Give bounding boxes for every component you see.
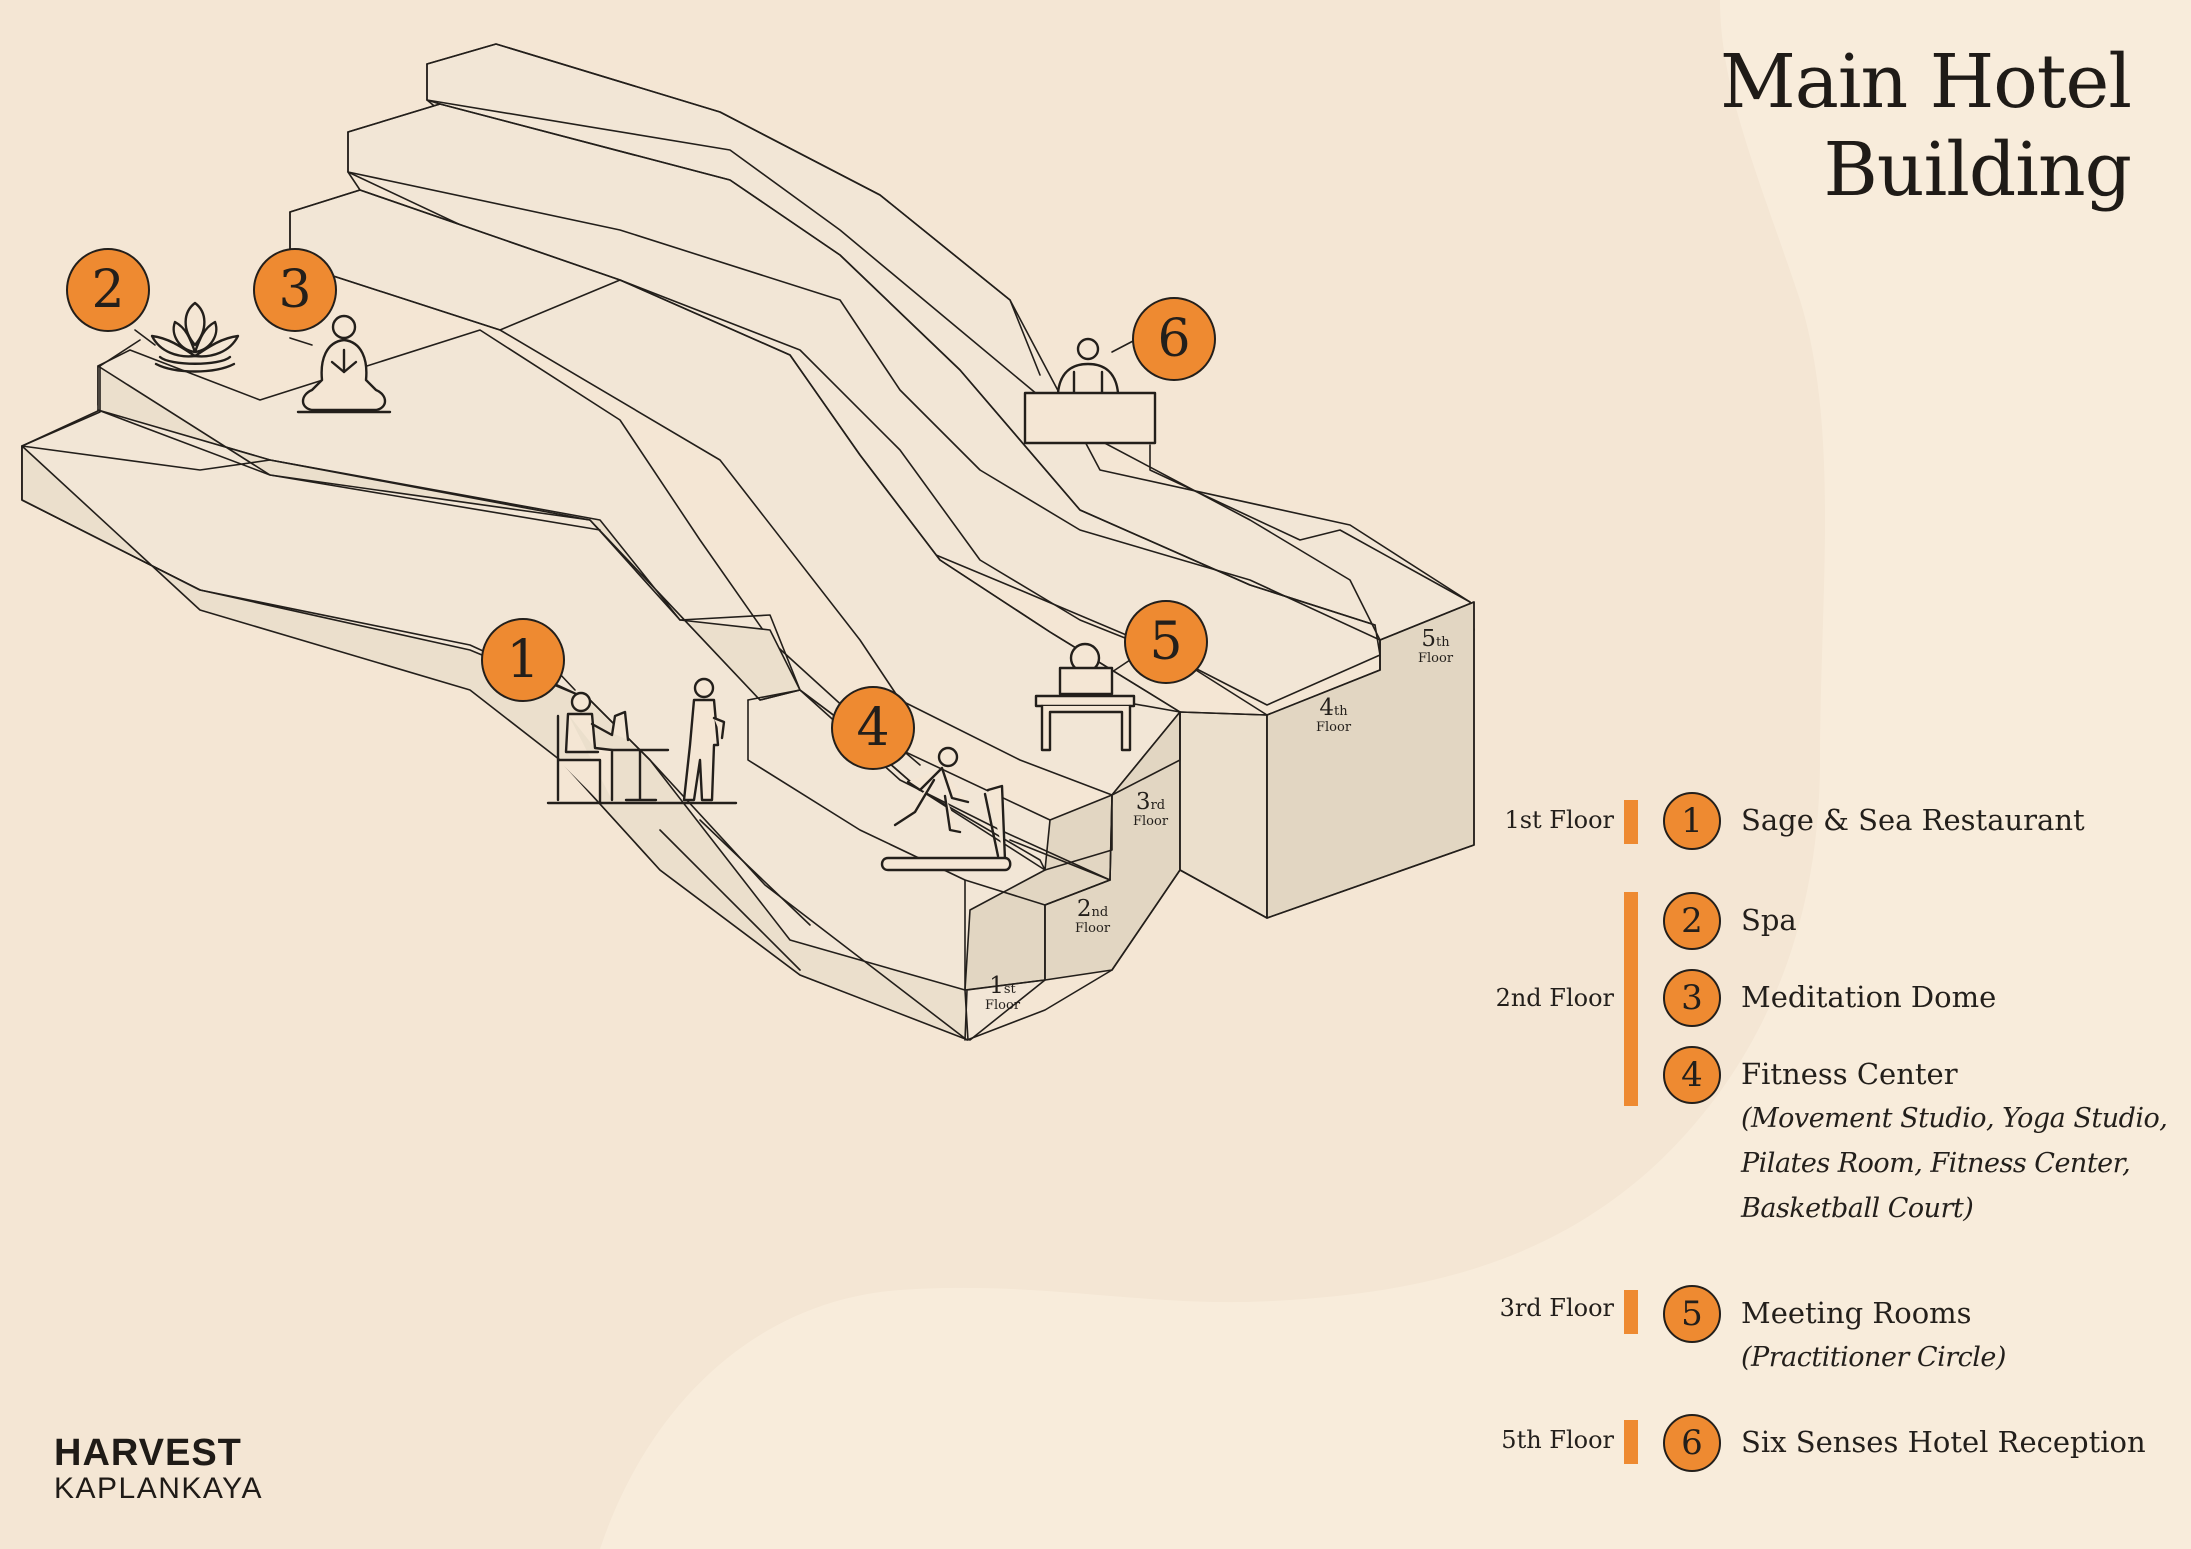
legend-badge-5: 5: [1663, 1285, 1721, 1343]
legend-item-reception: Six Senses Hotel Reception: [1741, 1425, 2146, 1459]
legend-floor-5th: 5th Floor: [1501, 1426, 1614, 1454]
legend-detail-fitness-2: Pilates Room, Fitness Center,: [1741, 1148, 2131, 1179]
legend-bar-2nd: [1624, 892, 1638, 1106]
legend-floor-3rd: 3rd Floor: [1499, 1294, 1614, 1322]
floor-tag-1: 1st Floor: [985, 973, 1021, 1013]
page-title-line-1: Main Hotel: [1719, 39, 2132, 125]
legend-badge-6: 6: [1663, 1414, 1721, 1472]
restaurant-dining-icon: [546, 677, 738, 805]
meditation-person-icon: [296, 314, 392, 414]
page-title-line-2: Building: [1823, 127, 2132, 213]
floor-tag-3: 3rd Floor: [1133, 789, 1169, 829]
marker-meeting-rooms: 5: [1124, 600, 1208, 684]
background-light-blob: [600, 0, 2191, 1549]
legend-detail-fitness-1: (Movement Studio, Yoga Studio,: [1741, 1103, 2168, 1134]
marker-reception: 6: [1132, 297, 1216, 381]
lotus-icon: [150, 301, 240, 373]
marker-meditation-dome: 3: [253, 248, 337, 332]
legend-item-restaurant: Sage & Sea Restaurant: [1741, 803, 2085, 837]
legend-badge-2: 2: [1663, 892, 1721, 950]
laptop-desk-icon: [1034, 642, 1136, 752]
legend-badge-4: 4: [1663, 1046, 1721, 1104]
marker-spa: 2: [66, 248, 150, 332]
legend-item-spa: Spa: [1741, 903, 1797, 937]
wall-2-front: [97, 365, 801, 701]
legend-detail-fitness-3: Basketball Court): [1741, 1193, 1974, 1224]
legend-bar-3rd: [1624, 1290, 1638, 1334]
legend-floor-2nd: 2nd Floor: [1495, 984, 1614, 1012]
legend-badge-1: 1: [1663, 792, 1721, 850]
brand-logo: HARVEST KAPLANKAYA: [54, 1434, 263, 1506]
legend-bar-5th: [1624, 1420, 1638, 1464]
block-45-front: [1179, 711, 1268, 919]
marker-fitness-center: 4: [831, 686, 915, 770]
page-title: Main Hotel Building: [1719, 38, 2132, 214]
floor-tag-2: 2nd Floor: [1075, 896, 1111, 936]
floor-tag-5: 5th Floor: [1418, 626, 1454, 666]
legend-item-meditation-dome: Meditation Dome: [1741, 980, 1997, 1014]
legend-floor-1st: 1st Floor: [1504, 806, 1614, 834]
legend-bar-1st: [1624, 800, 1638, 844]
legend-item-meeting-rooms: Meeting Rooms: [1741, 1296, 1972, 1330]
floor-tag-4: 4th Floor: [1316, 695, 1352, 735]
legend-item-fitness-center: Fitness Center: [1741, 1057, 1958, 1091]
brand-name: HARVEST: [54, 1432, 242, 1474]
brand-place: KAPLANKAYA: [54, 1472, 263, 1505]
marker-restaurant: 1: [481, 618, 565, 702]
legend-badge-3: 3: [1663, 969, 1721, 1027]
legend-detail-meeting-rooms: (Practitioner Circle): [1741, 1342, 2006, 1373]
reception-desk-icon: [1023, 337, 1157, 445]
treadmill-runner-icon: [880, 746, 1012, 872]
